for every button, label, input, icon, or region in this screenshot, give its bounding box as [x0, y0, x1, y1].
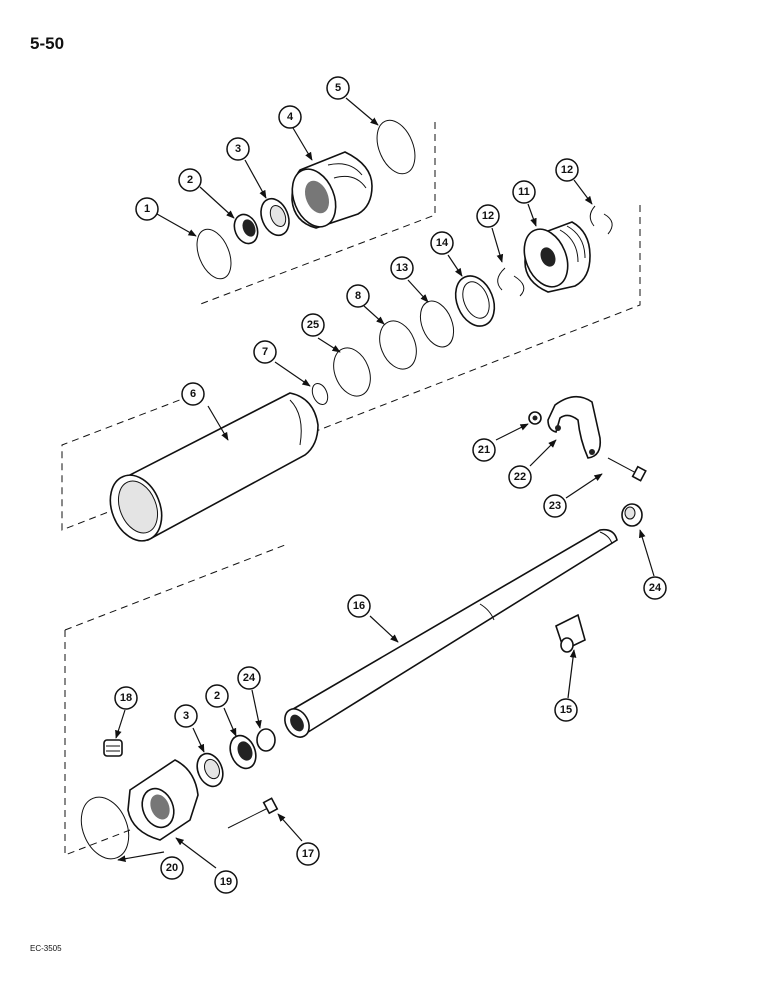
svg-text:5: 5: [335, 82, 341, 94]
svg-text:3: 3: [183, 710, 189, 722]
part-12-lower-snap-ring: [497, 267, 525, 297]
svg-text:2: 2: [214, 690, 220, 702]
svg-text:1: 1: [144, 203, 150, 215]
svg-text:3: 3: [235, 143, 241, 155]
svg-text:6: 6: [190, 388, 196, 400]
svg-text:21: 21: [478, 444, 490, 456]
svg-text:11: 11: [518, 186, 530, 198]
part-3-lower-wiper: [196, 752, 224, 788]
part-6-barrel: [109, 392, 319, 542]
part-1-o-ring: [196, 228, 232, 280]
svg-text:12: 12: [482, 210, 494, 222]
svg-text:16: 16: [353, 600, 365, 612]
svg-text:22: 22: [514, 471, 526, 483]
part-20-o-ring: [80, 796, 130, 860]
svg-text:12: 12: [561, 164, 573, 176]
part-4-gland: [291, 151, 373, 229]
callout-6: 6: [181, 382, 205, 406]
part-8-seal-ring: [379, 320, 417, 370]
footer-code: EC-3505: [30, 944, 62, 953]
part-21-nut: [528, 411, 542, 425]
part-18-plug: [103, 739, 123, 757]
part-23-bolt: [607, 457, 647, 482]
callout-12-upper: 12: [555, 158, 579, 182]
part-17-bolt: [227, 797, 279, 829]
part-15-bushing: [555, 613, 586, 653]
svg-text:4: 4: [287, 111, 294, 123]
callout-14: 14: [430, 231, 454, 255]
callout-15: 15: [554, 698, 578, 722]
part-24-upper-cap: [621, 503, 643, 527]
svg-text:23: 23: [549, 500, 561, 512]
callout-19: 19: [214, 870, 238, 894]
svg-text:20: 20: [166, 862, 178, 874]
callout-16: 16: [347, 594, 371, 618]
callout-24-lower: 24: [237, 666, 261, 690]
callout-2-upper: 2: [178, 168, 202, 192]
callout-18: 18: [114, 686, 138, 710]
svg-text:15: 15: [560, 704, 572, 716]
callout-17: 17: [296, 842, 320, 866]
callout-1: 1: [135, 197, 159, 221]
svg-text:18: 18: [120, 692, 132, 704]
page-number: 5-50: [30, 34, 65, 53]
callout-20: 20: [160, 856, 184, 880]
callout-24-upper: 24: [643, 576, 667, 600]
part-2-lower-seal: [229, 734, 257, 770]
callout-3-lower: 3: [174, 704, 198, 728]
callout-8: 8: [346, 284, 370, 308]
part-2-seal: [233, 213, 259, 245]
callout-7: 7: [253, 340, 277, 364]
part-3-wiper: [260, 197, 290, 237]
svg-text:17: 17: [302, 848, 314, 860]
part-5-o-ring: [376, 119, 416, 175]
svg-text:7: 7: [262, 346, 268, 358]
assembly-guide-lines: [61, 122, 641, 856]
svg-text:25: 25: [307, 319, 319, 331]
callout-22: 22: [508, 465, 532, 489]
svg-text:8: 8: [355, 290, 361, 302]
svg-text:19: 19: [220, 876, 232, 888]
svg-text:24: 24: [243, 672, 256, 684]
callout-23: 23: [543, 494, 567, 518]
callout-25: 25: [301, 313, 325, 337]
svg-text:13: 13: [396, 262, 408, 274]
callout-3-upper: 3: [226, 137, 250, 161]
part-25-backup-ring: [333, 347, 371, 397]
callout-5: 5: [326, 76, 350, 100]
callout-13: 13: [390, 256, 414, 280]
part-13-ring: [419, 300, 455, 348]
callout-2-lower: 2: [205, 684, 229, 708]
part-16-piston-rod: [284, 528, 618, 738]
part-11-piston: [523, 221, 591, 293]
callout-21: 21: [472, 438, 496, 462]
callout-12-lower: 12: [476, 204, 500, 228]
part-7-o-ring: [311, 382, 329, 406]
callout-11: 11: [512, 180, 536, 204]
svg-text:14: 14: [436, 237, 449, 249]
svg-text:2: 2: [187, 174, 193, 186]
part-14-wear-ring: [454, 275, 496, 327]
svg-text:24: 24: [649, 582, 662, 594]
part-24-lower-cap: [256, 728, 276, 752]
callout-4: 4: [278, 105, 302, 129]
part-12-upper-snap-ring: [589, 205, 613, 235]
part-22-clamp: [547, 395, 602, 459]
leader-lines: [115, 97, 655, 869]
part-19-end-fitting: [127, 759, 199, 841]
